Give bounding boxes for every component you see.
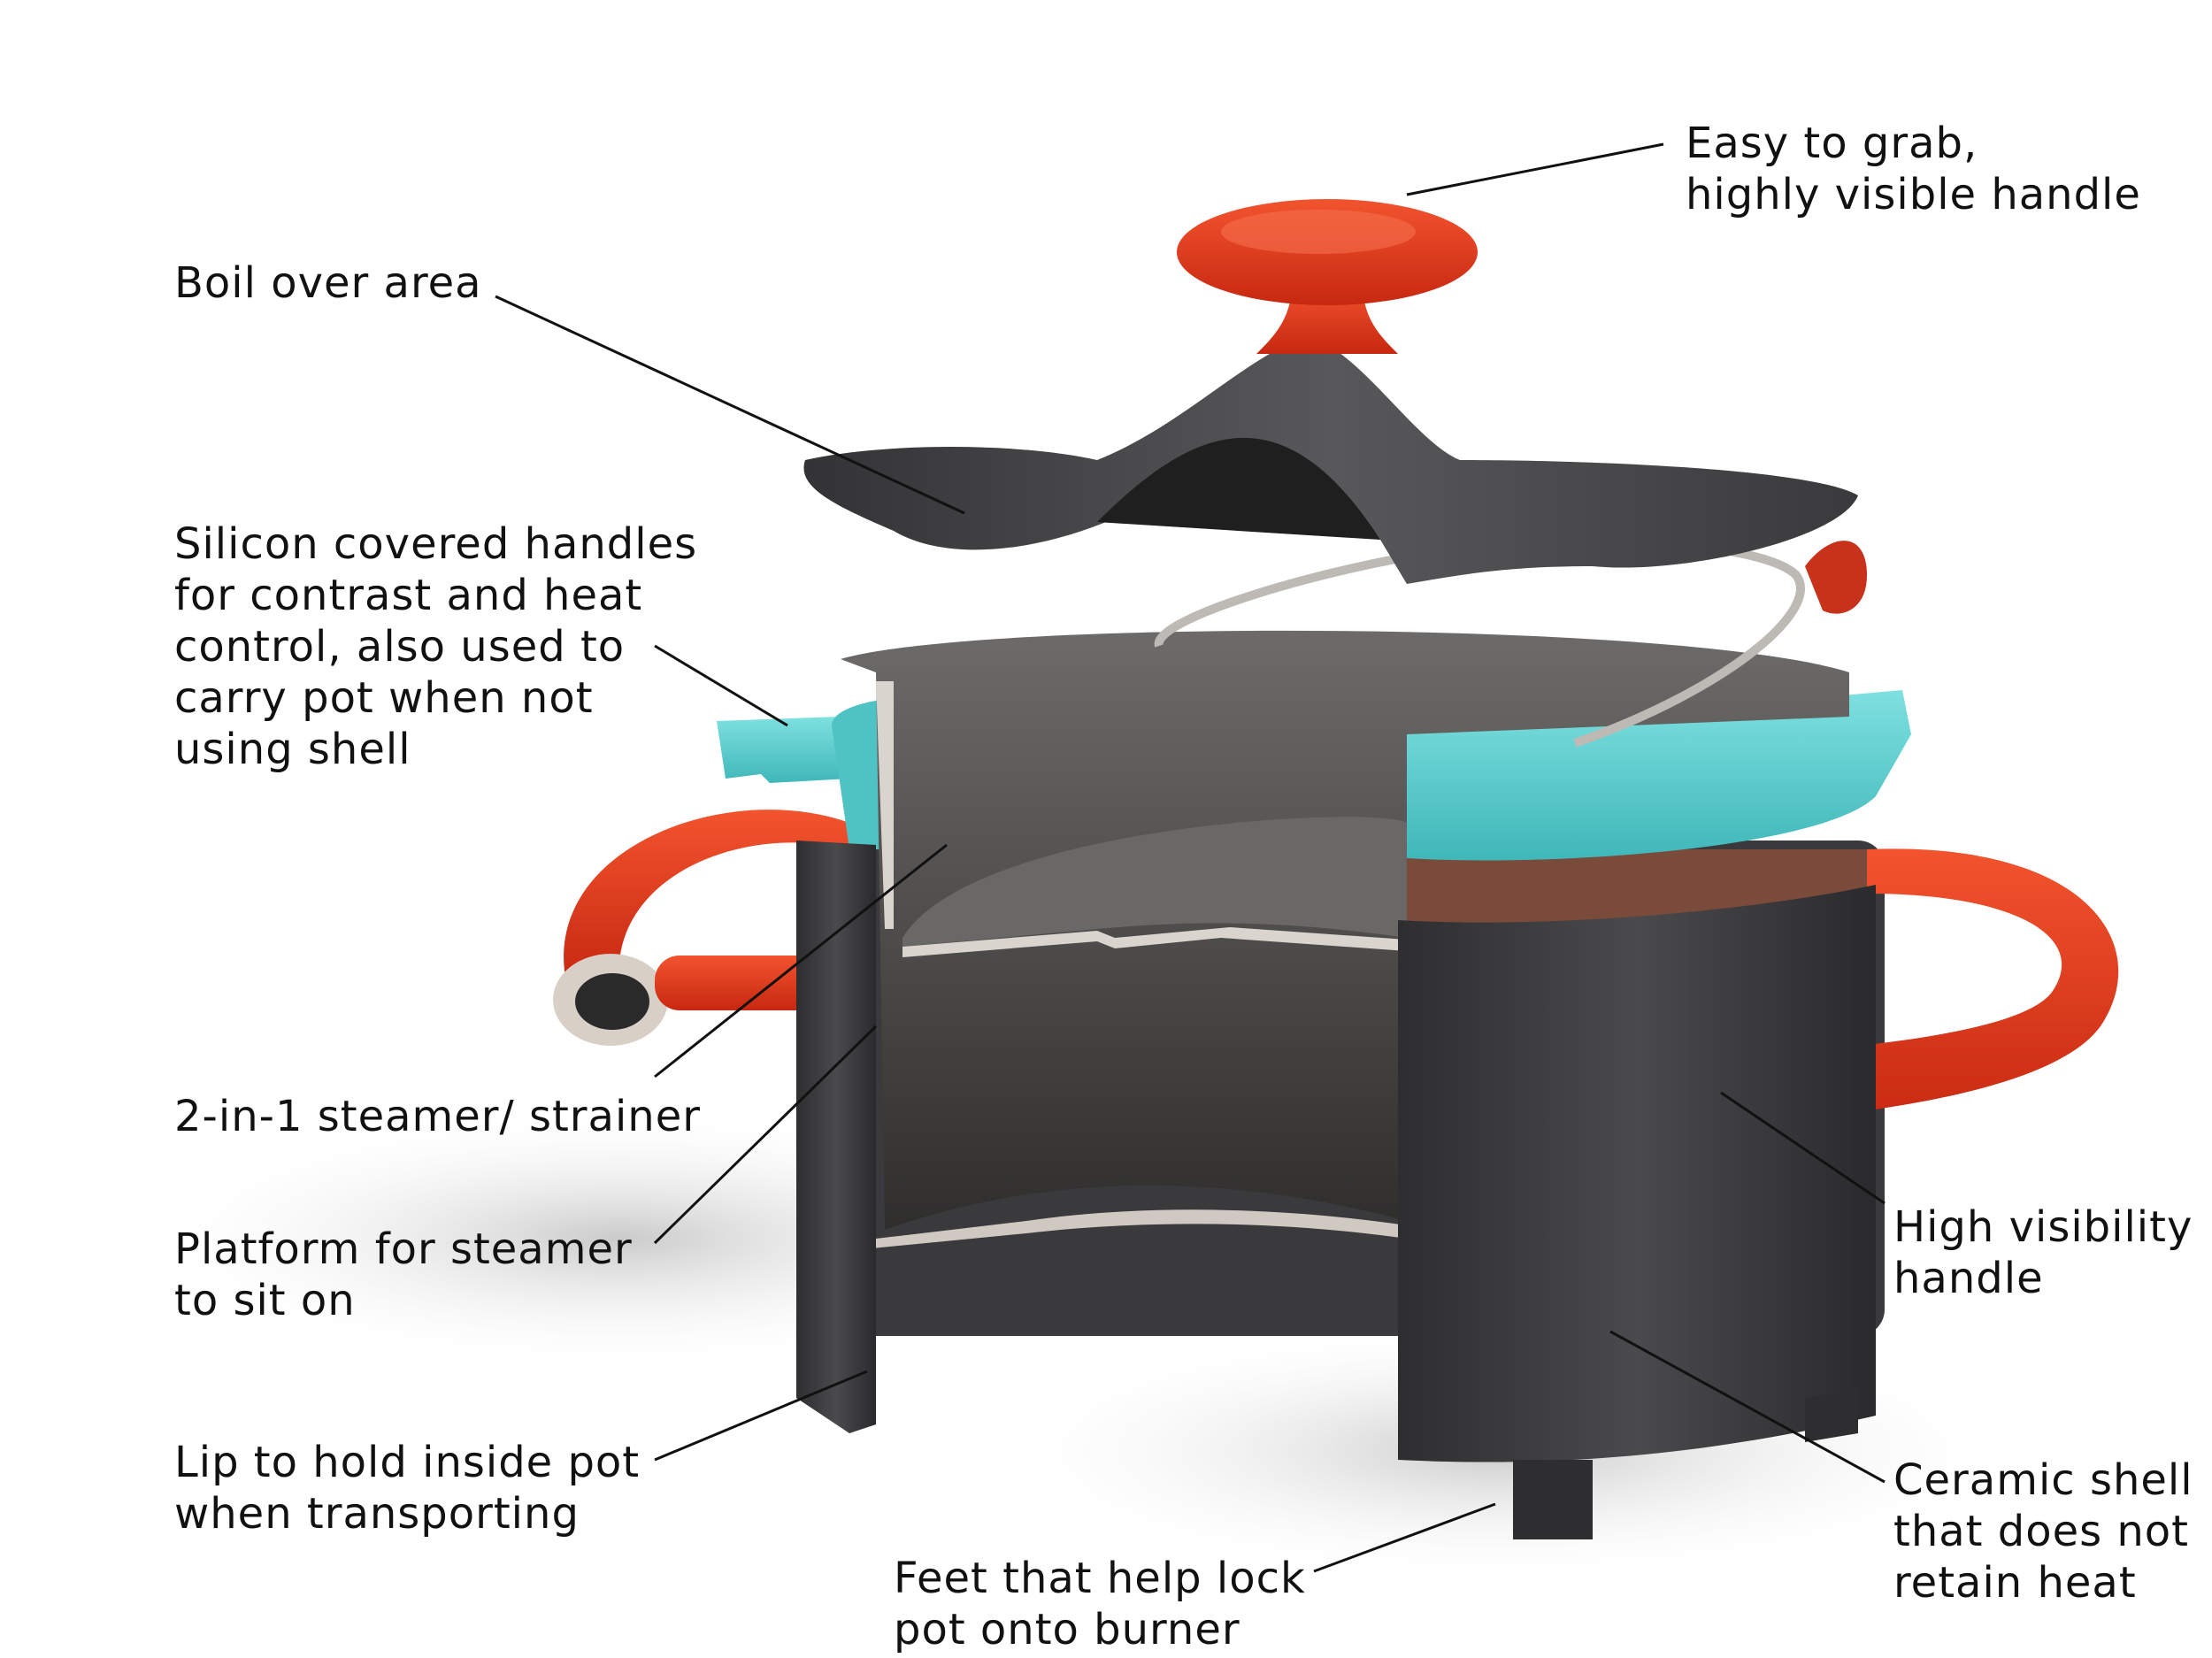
leader-ceramic-shell [1609,1330,1886,1484]
leader-boil-over [495,295,965,515]
leader-silicon-handles [654,644,788,727]
label-easy-grab: Easy to grab, highly visible handle [1686,119,2141,219]
teal-rim-right [1407,690,1911,861]
knob-highlight [1221,210,1416,254]
label-lip: Lip to hold inside pot when transporting [174,1438,641,1539]
label-boil-over: Boil over area [174,258,482,308]
shell-foot [1513,1460,1593,1539]
shell-front-right [1398,885,1876,1462]
strainer-lip [902,927,1407,957]
red-grip [1805,541,1867,614]
leader-platform [653,1025,878,1245]
leader-lip [654,1370,868,1462]
inner-pot-wall-section [876,681,894,929]
label-feet: Feet that help lock pot onto burner [894,1554,1306,1654]
strainer-floor [902,817,1407,947]
label-ceramic-shell: Ceramic shell that does not retain heat [1893,1455,2193,1608]
left-handle-end-hole [575,973,649,1030]
leader-steamer-strainer [654,843,948,1078]
teal-handle-left [717,717,849,783]
lid [803,336,1858,584]
leader-high-visibility [1720,1091,1886,1205]
shell-foot-right [1805,1389,1858,1442]
outer-pot-wall-section [863,964,1407,1249]
label-platform: Platform for steamer to sit on [174,1224,633,1325]
left-handle-loop [564,810,849,982]
label-high-visibility: High visibility handle [1893,1202,2193,1303]
label-silicon-handles: Silicon covered handles for contrast and… [174,519,698,774]
shell-front-left [796,841,876,1433]
label-steamer-strainer: 2-in-1 steamer/ strainer [174,1092,701,1141]
inner-pot-interior [841,630,1849,1230]
left-handle-stub [655,956,832,1010]
leader-feet [1313,1502,1496,1573]
lid-underside [1097,437,1380,540]
leader-lines [495,142,1886,1573]
leader-easy-grab [1406,142,1664,196]
